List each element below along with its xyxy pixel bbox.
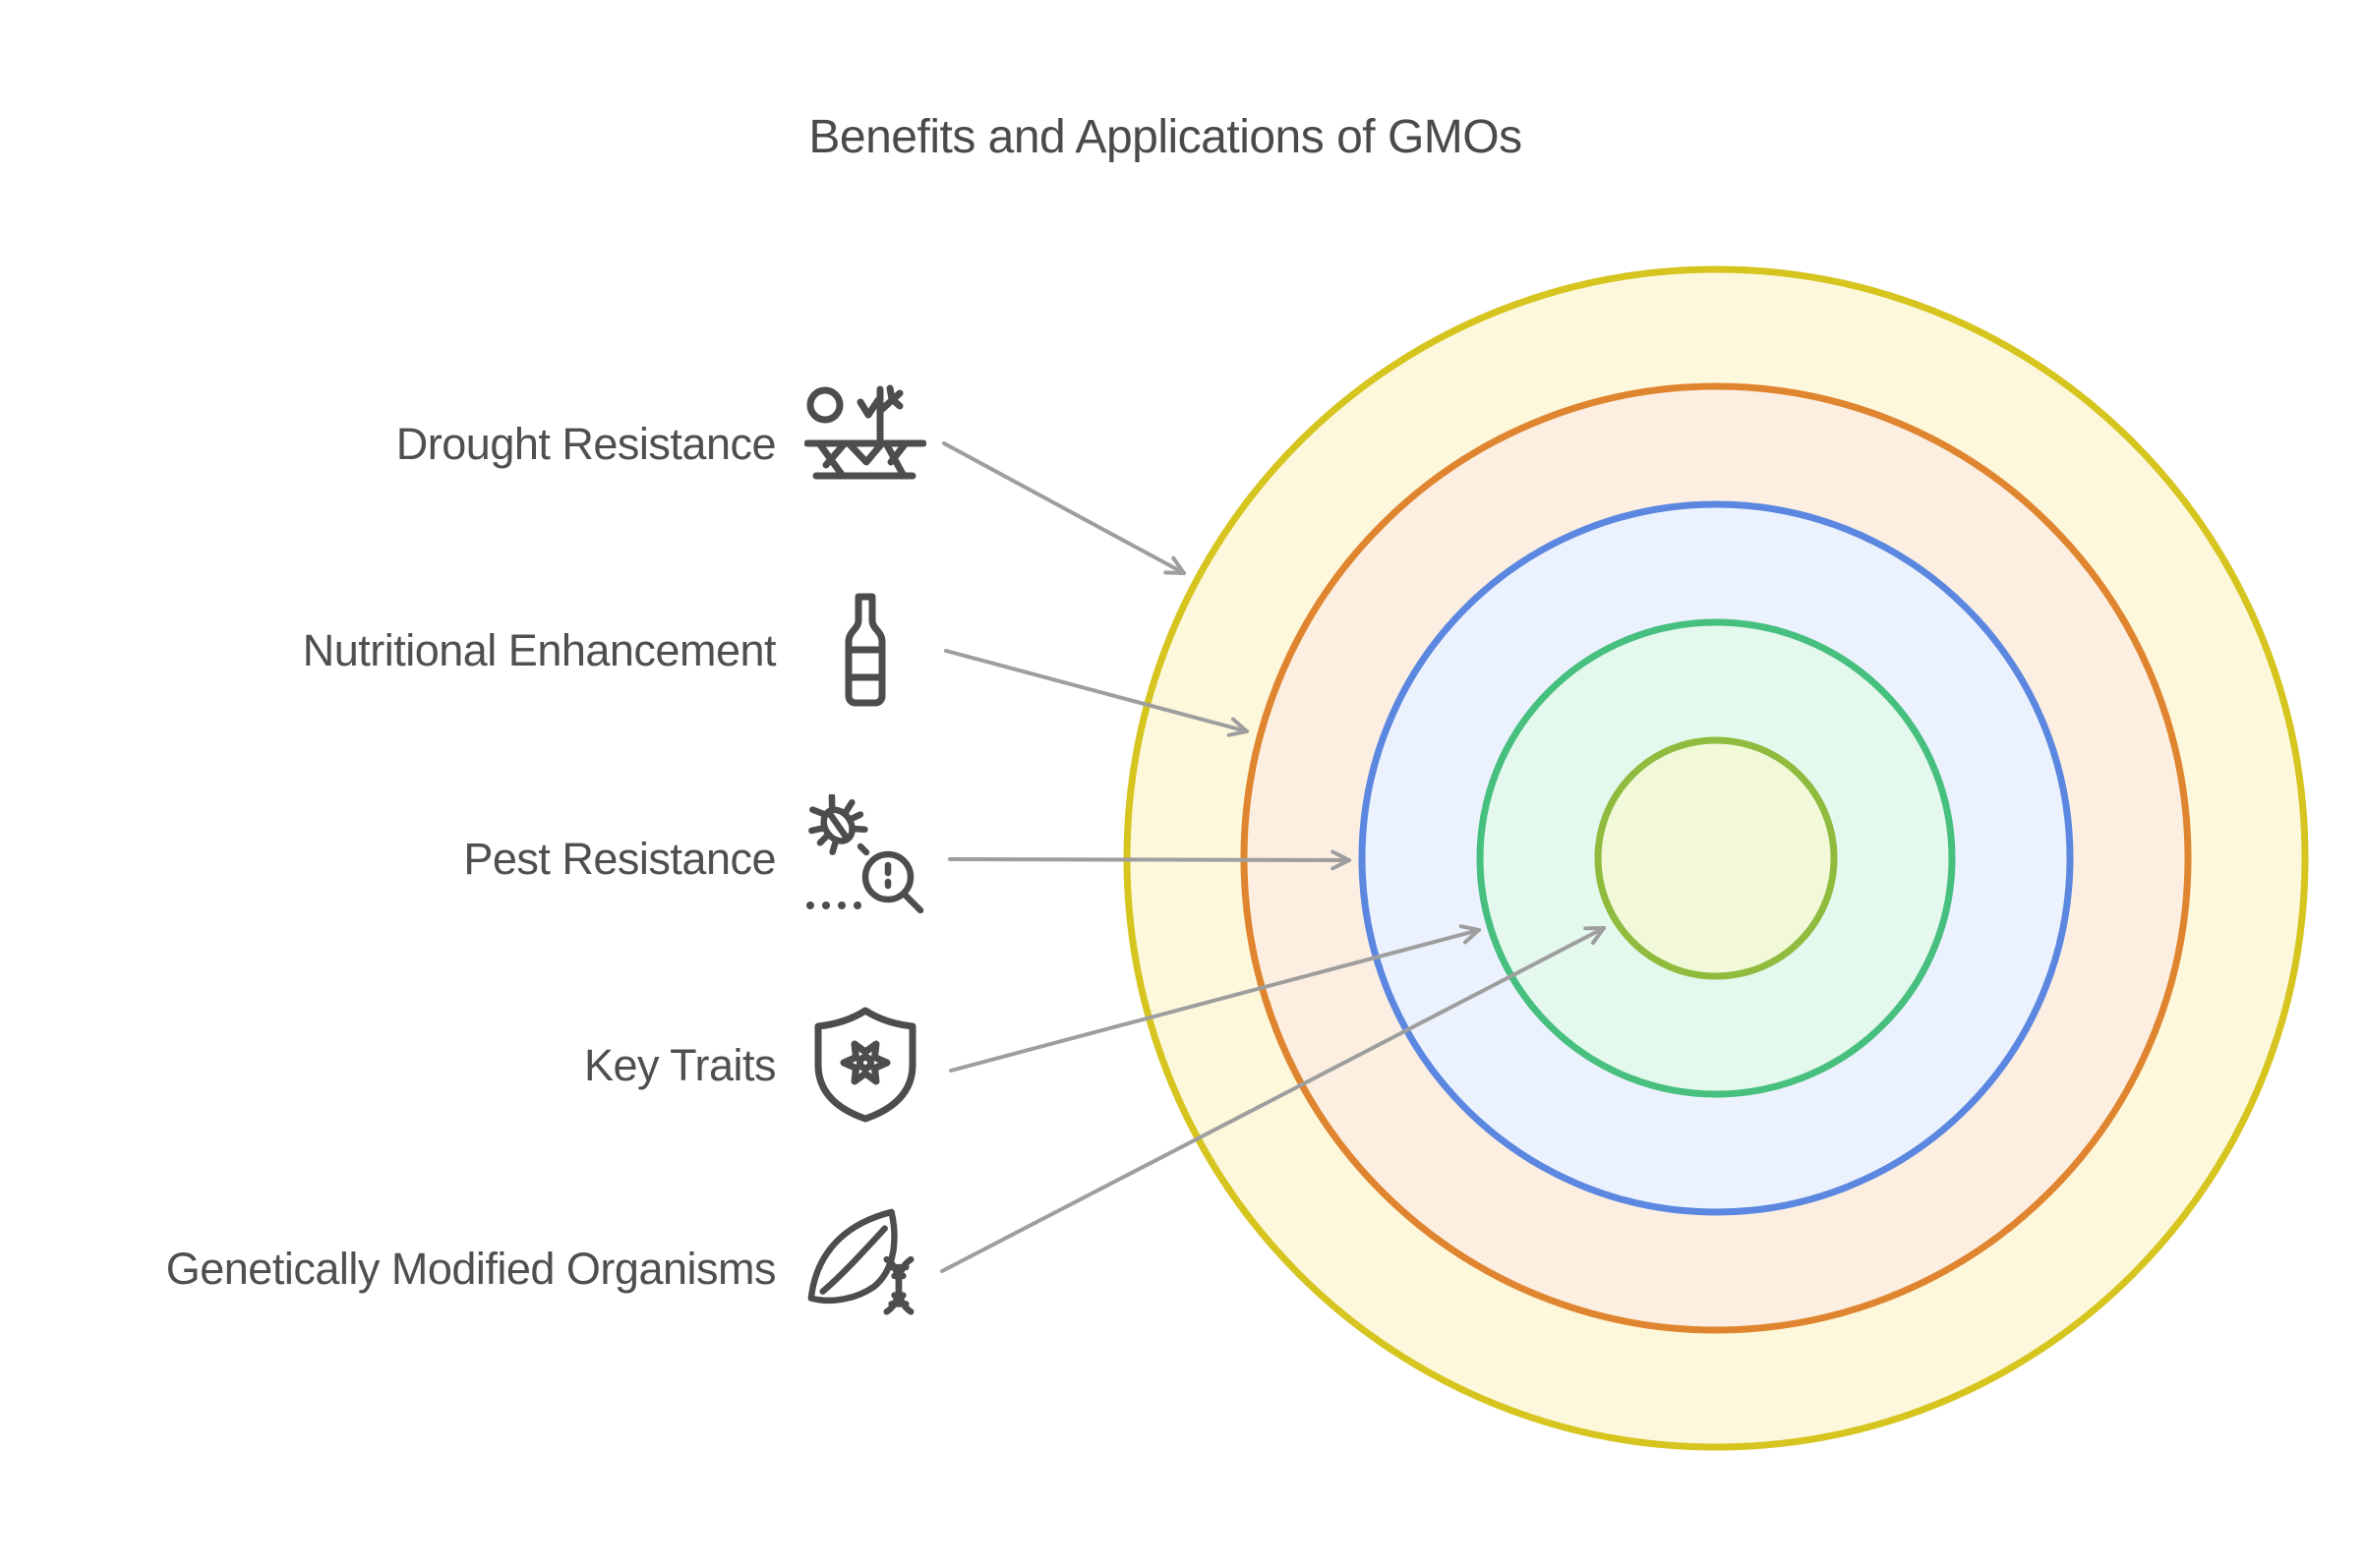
label-key-traits: Key Traits [583,1039,777,1090]
arrow-drought-resistance [942,441,1186,575]
label-row-pest-resistance: Pest Resistance [0,794,929,922]
label-row-key-traits: Key Traits [0,1001,929,1129]
label-nutritional-enhancement: Nutritional Enhancement [302,624,777,675]
label-row-gmo: Genetically Modified Organisms [0,1204,929,1332]
shield-gear-icon [801,1001,929,1129]
label-pest-resistance: Pest Resistance [463,833,776,884]
arrow-gmo [940,926,1606,1273]
label-gmo: Genetically Modified Organisms [165,1243,777,1294]
arrow-key-traits [949,924,1481,1073]
label-row-drought-resistance: Drought Resistance [0,379,929,507]
label-drought-resistance: Drought Resistance [395,418,777,469]
page-title: Benefits and Applications of GMOs [808,111,1522,163]
label-row-nutritional-enhancement: Nutritional Enhancement [0,586,929,714]
arrow-nutritional-enhancement [944,649,1249,737]
leaf-dna-icon [801,1204,929,1332]
bug-magnifier-icon [801,794,929,922]
ring-gmo-core [1594,736,1838,980]
drought-icon [801,379,929,507]
bottle-icon [801,586,929,714]
arrow-pest-resistance [948,849,1351,871]
